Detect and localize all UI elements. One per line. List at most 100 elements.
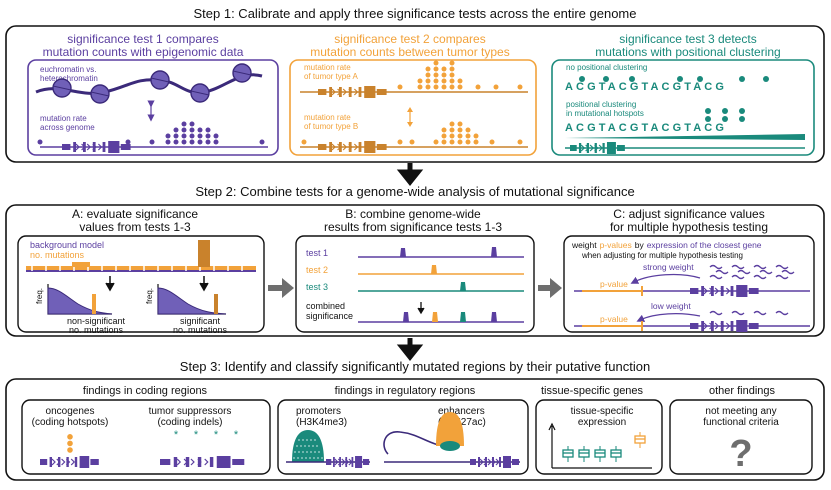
test1-gene-chevron-3 — [92, 143, 97, 151]
strong-wave-1-2 — [759, 269, 773, 275]
type-a-gene-exon-0 — [329, 87, 332, 97]
promoter-gene-icon — [326, 456, 370, 468]
scatter-dot-2 — [629, 76, 635, 82]
type-a-dot-0-1 — [417, 78, 423, 84]
type-a-dot-4-4 — [449, 60, 455, 66]
combined-arrow — [417, 302, 425, 315]
test3-gene-utr3 — [617, 145, 625, 151]
test2-heading-1: significance test 2 compares — [334, 32, 485, 46]
hotspot-dot-0 — [705, 108, 711, 114]
test3-gene-utr5 — [570, 145, 577, 151]
sequence-bottom: ACGTACGTACGTACG — [565, 122, 727, 134]
test1-gene-utr5 — [62, 144, 71, 150]
track-label-1: test 1 — [306, 248, 328, 258]
panel-b-heading-2: results from significance tests 1-3 — [324, 220, 502, 234]
panel-a: A: evaluate significance values from tes… — [17, 207, 265, 335]
test3-gene-exon-0 — [578, 143, 582, 153]
step3-title: Step 3: Identify and classify significan… — [180, 359, 650, 374]
prom-gene-chevron-1 — [337, 458, 343, 466]
type-a-gene-chevron-4 — [353, 88, 359, 96]
test1-heading-2: mutation counts with epigenomic data — [43, 45, 244, 59]
type-a-dot-1-3 — [425, 66, 431, 72]
other-sub-1: not meeting any — [705, 406, 776, 417]
nucleosome-group — [52, 63, 252, 104]
type-b-gene-chevron-0 — [331, 143, 336, 151]
enh-gene-exon-2 — [492, 457, 494, 467]
test1-dot-2-0 — [173, 139, 179, 145]
type-b-gene-exon-3 — [358, 142, 362, 152]
onco-gene-exon-2 — [66, 457, 69, 467]
rate-label-2: across genome — [40, 123, 95, 132]
hotspot-dot-3 — [705, 116, 711, 122]
onco-gene-chevron-0 — [51, 458, 56, 466]
test2-panel: significance test 2 compares mutation co… — [289, 32, 537, 156]
strong-wave-1-0 — [715, 269, 729, 275]
nucleosome-wrap-0 — [52, 85, 72, 91]
onco-gene-chevron-4 — [70, 458, 76, 466]
chromatin-label-1: euchromatin vs. — [40, 65, 96, 74]
left-distribution — [47, 287, 113, 315]
other-heading: other findings — [709, 385, 776, 397]
prom-gene-utr3 — [362, 459, 370, 465]
track-label-3: test 3 — [306, 282, 328, 292]
strong-gene-chevron-3 — [720, 287, 725, 295]
enh-gene-chevron-0 — [479, 458, 484, 466]
low-expression-waves — [709, 310, 789, 316]
test1-dot-5-0 — [197, 139, 203, 145]
onco-gene-exon-3 — [74, 457, 78, 467]
enhancer-bound-complex — [440, 441, 460, 451]
step2-frame — [5, 204, 825, 337]
strong-gene-exon-3 — [730, 286, 734, 296]
type-b-gene-chevron-3 — [348, 143, 353, 151]
onco-gene-chevron-3 — [65, 458, 71, 466]
suppressor-indel-stars: **** — [174, 429, 239, 441]
test2-arrow-heads — [407, 107, 413, 127]
test3-box — [551, 59, 815, 156]
type-b-dot-4-1 — [465, 133, 471, 139]
type-b-sparse-0 — [301, 139, 307, 145]
oncogene-label-1: oncogenes — [46, 406, 95, 417]
type-a-dot-3-2 — [441, 72, 447, 78]
test1-dot-3-0 — [181, 139, 187, 145]
test3-panel: significance test 3 detects mutations wi… — [551, 32, 815, 156]
test3-gene-chevron-2 — [589, 144, 595, 152]
type-b-sparse-3 — [489, 139, 495, 145]
test1-gene-chevron-1 — [81, 143, 86, 151]
test1-dot-0-0 — [149, 139, 155, 145]
type-a-sparse-2 — [493, 84, 499, 90]
type-b-sparse-2 — [409, 139, 415, 145]
track-2-peak-0 — [460, 282, 466, 291]
coding-findings: findings in coding regions oncogenes (co… — [21, 385, 271, 475]
prom-gene-utr5 — [326, 459, 332, 465]
strong-wave-2-0 — [709, 274, 723, 280]
supp-gene-exon-large — [216, 456, 231, 468]
type-b-sparse-4 — [517, 139, 523, 145]
strong-gene-exon-0 — [701, 286, 704, 296]
desc-line-2: when adjusting for multiple hypothesis t… — [581, 251, 743, 260]
low-wave-0-3 — [775, 310, 789, 316]
type-a-gene-exon-3 — [358, 87, 362, 97]
enh-gene-exon-3 — [499, 457, 501, 467]
hotspot-dot-1 — [722, 108, 728, 114]
promoter-label-2: (H3K4me3) — [296, 417, 347, 428]
type-b-dot-1-0 — [441, 139, 447, 145]
legend-mutations: no. mutations — [30, 250, 85, 260]
type-a-dot-3-1 — [441, 78, 447, 84]
low-weight-label: low weight — [651, 301, 691, 311]
type-a-dot-2-3 — [433, 66, 439, 72]
strong-expression-waves — [709, 264, 795, 280]
enh-gene-exon-0 — [478, 457, 480, 467]
strong-gene-icon — [690, 285, 759, 297]
oncogene-label-2: (coding hotspots) — [32, 417, 109, 428]
type-b-dot-2-3 — [449, 121, 455, 127]
prom-gene-chevron-3 — [344, 458, 350, 466]
type-a-label-2: of tumor type A — [304, 72, 358, 81]
panel-c-heading-1: C: adjust significance values — [613, 207, 764, 221]
suppressor-label-2: (coding indels) — [157, 417, 222, 428]
low-gene-utr5 — [690, 323, 699, 329]
type-b-gene-exon-large — [364, 141, 376, 153]
freq-axis-label-left: freq. — [35, 288, 44, 304]
strong-gene-chevron-0 — [703, 287, 708, 295]
prom-gene-chevron-2 — [341, 458, 346, 466]
